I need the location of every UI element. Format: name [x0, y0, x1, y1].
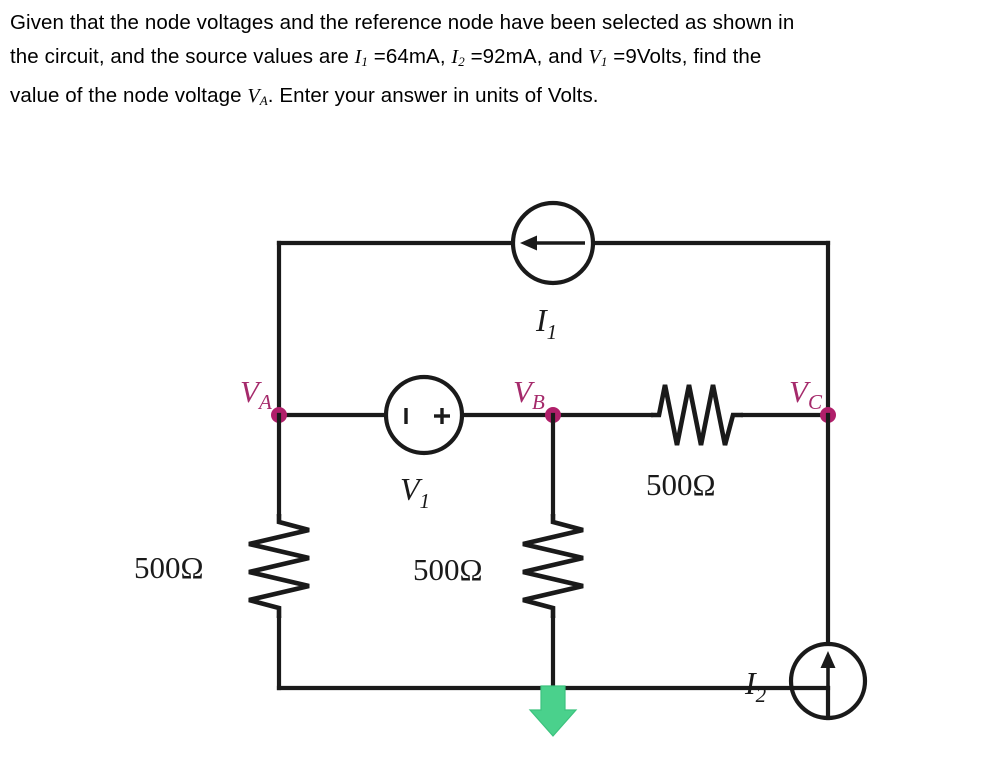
- circuit-diagram: I1 V1 500Ω: [0, 130, 997, 766]
- problem-line-2: the circuit, and the source values are I…: [10, 40, 985, 79]
- problem-line-3-lead: value of the node voltage: [10, 84, 248, 107]
- resistor-right: [651, 384, 743, 446]
- resistor-middle: [522, 514, 584, 618]
- current-source-I1-label: I1: [535, 302, 557, 344]
- current-source-I2-arrow-head: [820, 651, 836, 668]
- ground-arrow-glyph: [528, 685, 578, 737]
- problem-line-1-text: Given that the node voltages and the ref…: [10, 11, 795, 34]
- math-var-VA: V: [247, 85, 260, 107]
- math-sub-I1: 1: [361, 54, 368, 69]
- problem-statement: Given that the node voltages and the ref…: [10, 6, 985, 118]
- value-I2: =92mA, and: [464, 45, 589, 68]
- resistor-middle-zigzag: [522, 514, 584, 618]
- node-label-C: VC: [789, 374, 823, 414]
- math-sub-I2: 2: [458, 54, 465, 69]
- resistor-left-label: 500Ω: [134, 550, 204, 585]
- resistor-left: [248, 514, 310, 618]
- circuit-svg: I1 V1 500Ω: [134, 200, 868, 737]
- value-V1: =9Volts, find the: [607, 45, 762, 68]
- math-var-V1: V: [588, 46, 601, 68]
- node-label-B: VB: [513, 374, 545, 414]
- current-source-I2-label: I2: [744, 665, 767, 707]
- voltage-source-V1: [383, 374, 465, 456]
- voltage-source-V1-label: V1: [400, 471, 430, 513]
- voltage-source-V1-circle: [383, 374, 465, 456]
- value-I1: =64mA,: [368, 45, 452, 68]
- problem-line-3: value of the node voltage VA. Enter your…: [10, 79, 985, 118]
- problem-line-3-tail: . Enter your answer in units of Volts.: [267, 84, 599, 107]
- math-sub-VA: A: [259, 93, 268, 108]
- math-var-I2: I: [451, 46, 459, 68]
- resistor-middle-label: 500Ω: [413, 552, 483, 587]
- ground-reference-arrow: [528, 685, 578, 737]
- resistor-right-label: 500Ω: [646, 467, 716, 502]
- math-sub-V1: 1: [600, 54, 608, 69]
- current-source-I1: [510, 200, 596, 286]
- problem-line-2-lead: the circuit, and the source values are: [10, 45, 355, 68]
- node-label-A: VA: [240, 374, 272, 414]
- problem-line-1: Given that the node voltages and the ref…: [10, 6, 985, 40]
- resistor-left-zigzag: [248, 514, 310, 618]
- math-var-I1: I: [354, 46, 362, 68]
- current-source-I1-arrow-head: [520, 235, 537, 251]
- resistor-right-zigzag: [651, 384, 743, 446]
